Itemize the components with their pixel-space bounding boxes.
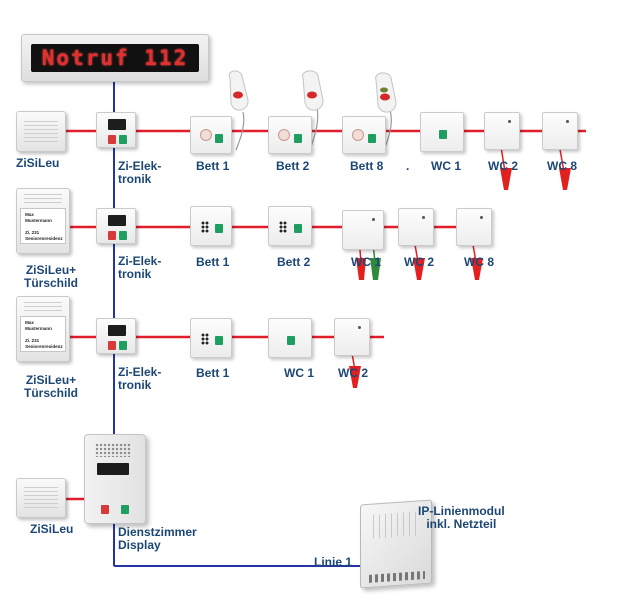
pull-cord-switch-icon xyxy=(420,112,464,152)
handset-icon xyxy=(228,70,249,111)
device-label-wc1-row1: WC 1 xyxy=(431,159,461,173)
device-label-bett1-row1: Bett 1 xyxy=(196,159,230,173)
door-sign-icon: Max Mustermann Zi. 231 Seniorenresidenz xyxy=(16,188,70,254)
device-label-bett8-row1: Bett 8 xyxy=(350,159,384,173)
display-label: Dienstzimmer Display xyxy=(118,525,197,552)
bed-unit-icon xyxy=(190,206,232,246)
electronics-icon xyxy=(96,318,136,354)
pull-cord-switch-icon xyxy=(542,112,578,150)
pull-cord-switch-icon xyxy=(334,318,370,356)
door-plate-line3-row2: Zi. 231 xyxy=(25,230,40,236)
door-plate-line3-row3: Zi. 231 xyxy=(25,338,40,344)
handset-icon xyxy=(302,70,324,111)
line-label: Linie 1 xyxy=(314,555,353,569)
device-label-wc8-row2: WC 8 xyxy=(464,255,494,269)
device-label-bett2-row2: Bett 2 xyxy=(277,255,311,269)
speaker-icon xyxy=(16,111,66,152)
pull-cord-switch-icon xyxy=(268,318,312,358)
door-sign-icon: Max Mustermann Zi. 231 Seniorenresidenz xyxy=(16,296,70,362)
display-unit-icon xyxy=(84,434,146,524)
electronics-label-row2: Zi-Elek- tronik xyxy=(118,254,162,281)
device-label-bett2-row1: Bett 2 xyxy=(276,159,310,173)
electronics-label-row3: Zi-Elek- tronik xyxy=(118,365,162,392)
speaker-label-row1: ZiSiLeu xyxy=(16,156,60,170)
door-plate-line2-row2: Mustermann xyxy=(25,218,52,224)
electronics-label-row1: Zi-Elek- tronik xyxy=(118,159,162,186)
electronics-icon xyxy=(96,208,136,244)
speaker-icon xyxy=(16,478,66,518)
device-label-wc8-row1: WC 8 xyxy=(547,159,577,173)
pull-cord-switch-icon xyxy=(342,210,384,250)
door-plate-line1-row3: Max xyxy=(25,320,34,326)
device-label-bett1-row3: Bett 1 xyxy=(196,366,230,380)
bed-unit-icon xyxy=(268,116,312,154)
device-label-wc1-row3: WC 1 xyxy=(284,366,314,380)
speaker-label-row3: ZiSiLeu+ Türschild xyxy=(24,373,79,400)
speaker-label-bottom: ZiSiLeu xyxy=(30,522,74,536)
speaker-label-row2: ZiSiLeu+ Türschild xyxy=(24,263,79,290)
bed-unit-icon xyxy=(342,116,386,154)
led-display-icon: Notruf 112 xyxy=(21,34,209,82)
door-plate-line4-row2: Seniorenresidenz xyxy=(25,236,63,242)
door-plate-line2-row3: Mustermann xyxy=(25,326,52,332)
device-label-dot-row1: . xyxy=(406,159,410,173)
bed-unit-icon xyxy=(190,116,232,154)
pull-cord-switch-icon xyxy=(456,208,492,246)
handset-cable-1 xyxy=(235,111,245,151)
door-plate-line4-row3: Seniorenresidenz xyxy=(25,344,63,350)
device-label-wc2-row1: WC 2 xyxy=(488,159,518,173)
pull-cord-switch-icon xyxy=(484,112,520,150)
device-label-wc2-row3: WC 2 xyxy=(338,366,368,380)
module-label: IP-Linienmodul inkl. Netzteil xyxy=(418,504,505,531)
handset-icon xyxy=(375,72,397,113)
bed-unit-icon xyxy=(190,318,232,358)
device-label-wc2-row2: WC 2 xyxy=(404,255,434,269)
pull-cord-switch-icon xyxy=(398,208,434,246)
door-plate-line1-row2: Max xyxy=(25,212,34,218)
device-label-bett1-row2: Bett 1 xyxy=(196,255,230,269)
electronics-icon xyxy=(96,112,136,148)
bed-unit-icon xyxy=(268,206,312,246)
banner-text: Notruf 112 xyxy=(41,46,189,70)
device-label-wc1-row2: WC 1 xyxy=(351,255,381,269)
